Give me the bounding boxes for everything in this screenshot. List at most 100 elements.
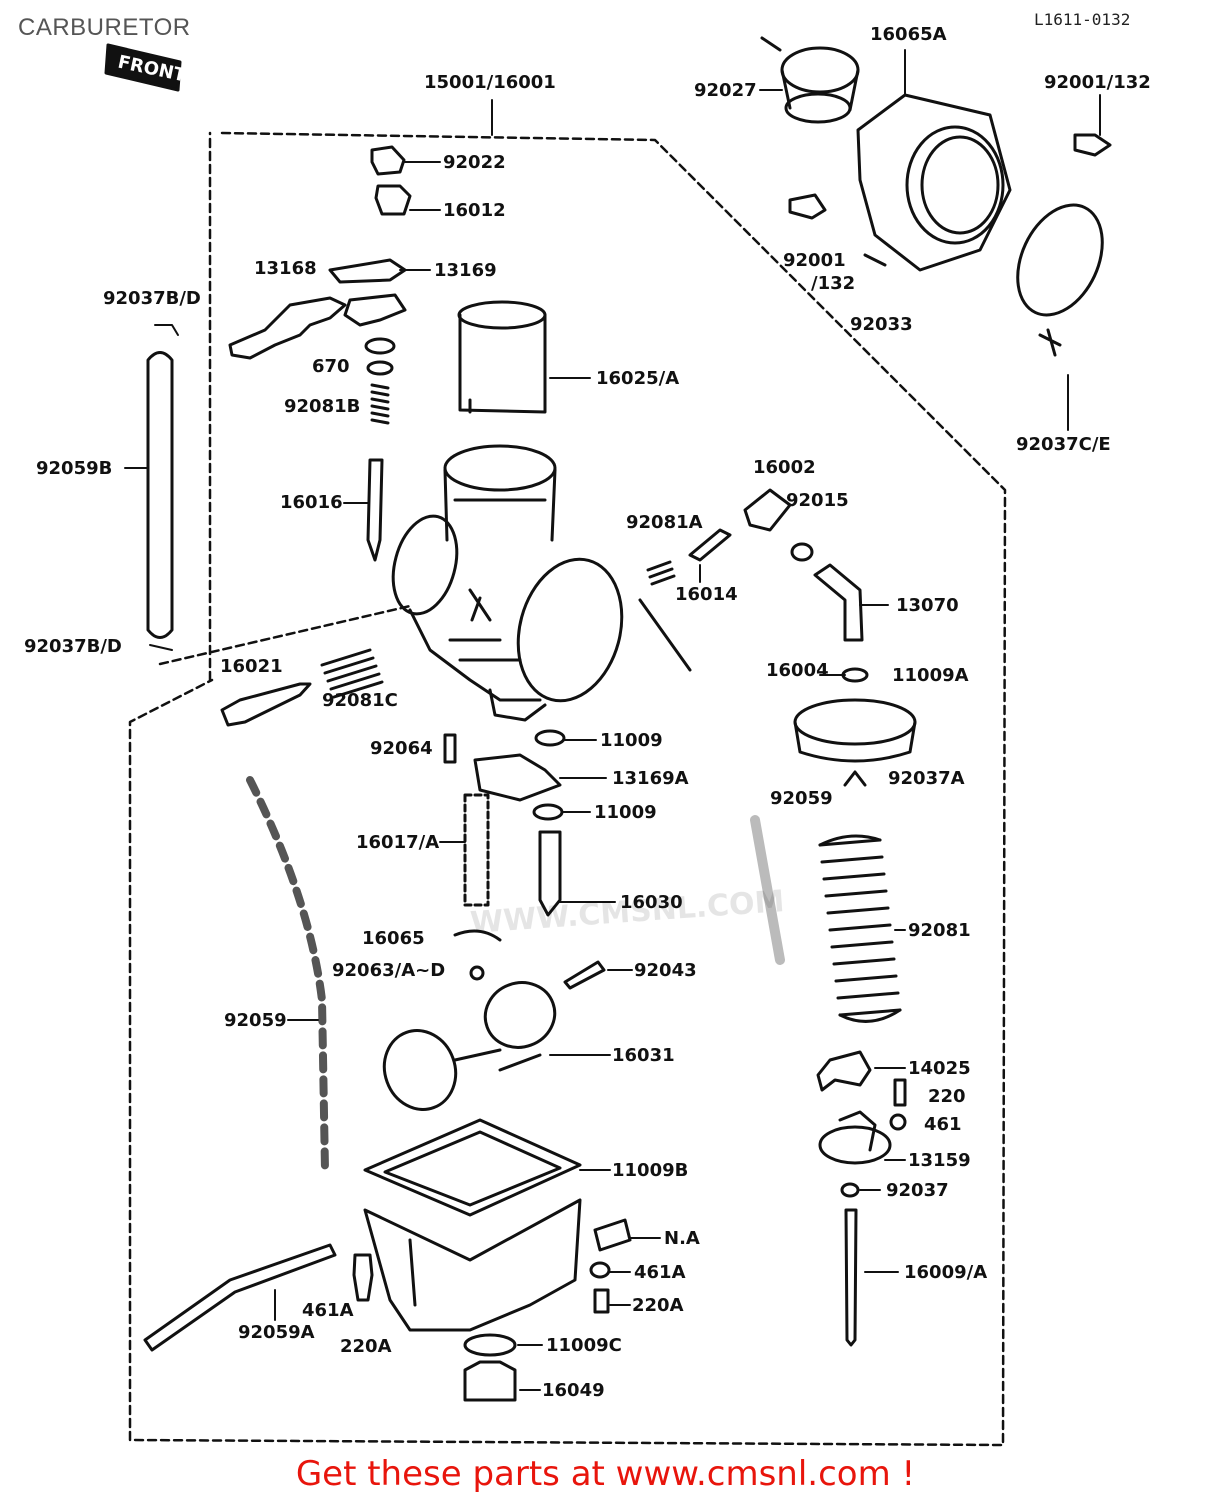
- screw-92001-mid: [788, 193, 827, 220]
- label-16002: 16002: [753, 457, 816, 478]
- label-11009B: 11009B: [612, 1160, 689, 1181]
- oring-670: [364, 337, 396, 355]
- plate-13169A: [473, 753, 562, 802]
- screw-16021: [220, 682, 312, 727]
- label-461A-left: 461A: [302, 1300, 354, 1321]
- label-14025: 14025: [908, 1058, 971, 1079]
- label-13169: 13169: [434, 260, 497, 281]
- label-92037C-E: 92037C/E: [1016, 434, 1111, 455]
- spring-92081: [818, 834, 902, 1023]
- label-13159: 13159: [908, 1150, 971, 1171]
- holder-14025: [816, 1050, 872, 1092]
- washer-11009-lower: [532, 803, 564, 821]
- label-92059B: 92059B: [36, 458, 113, 479]
- label-16014: 16014: [675, 584, 738, 605]
- float-16031: [382, 981, 557, 1111]
- label-92081: 92081: [908, 920, 971, 941]
- label-16012: 16012: [443, 200, 506, 221]
- label-92043: 92043: [634, 960, 697, 981]
- cap-92022: [370, 145, 406, 176]
- label-13070: 13070: [896, 595, 959, 616]
- footer-cta-link[interactable]: Get these parts at www.cmsnl.com !: [295, 1454, 916, 1494]
- clip-92037: [840, 1182, 860, 1198]
- label-16021: 16021: [220, 656, 283, 677]
- label-92001-132-top: 92001/132: [1044, 72, 1151, 93]
- washer-11009A: [841, 667, 869, 683]
- float-bowl: [363, 1198, 582, 1332]
- screw-92043: [563, 960, 606, 990]
- diagram-code: L1611-0132: [1034, 10, 1131, 29]
- label-92064: 92064: [370, 738, 433, 759]
- assembly-boundary: [128, 131, 1007, 1447]
- seat-13159: [818, 1110, 892, 1165]
- label-13168: 13168: [254, 258, 317, 279]
- pin-92063: [469, 965, 485, 981]
- label-16004: 16004: [766, 660, 829, 681]
- label-16017-A: 16017/A: [356, 832, 440, 853]
- throttle-valve-16025: [457, 300, 547, 414]
- label-16016: 16016: [280, 492, 343, 513]
- page-title: CARBURETOR: [18, 14, 191, 41]
- label-92037B-D-bottom: 92037B/D: [24, 636, 122, 657]
- lever-13169: [328, 258, 407, 284]
- gasket-11009B: [363, 1118, 582, 1217]
- washer-461A-right: [589, 1261, 611, 1279]
- jet-needle-16016: [366, 458, 384, 562]
- pin-16065: [453, 929, 502, 942]
- label-92063-A-D: 92063/A~D: [332, 960, 446, 981]
- label-16009-A: 16009/A: [904, 1262, 988, 1283]
- label-16065A: 16065A: [870, 24, 947, 45]
- label-220: 220: [928, 1086, 966, 1107]
- washer-92015: [790, 542, 814, 562]
- washer-11009-upper: [534, 729, 566, 747]
- elbow-13070: [813, 563, 864, 642]
- oring-11009C: [463, 1333, 517, 1357]
- bracket-NA: [593, 1218, 632, 1252]
- label-NA: N.A: [664, 1228, 700, 1249]
- throttle-lever-13168: [228, 296, 347, 360]
- drain-tube-92059-right: [750, 815, 785, 965]
- label-92059-left: 92059: [224, 1010, 287, 1031]
- main-jet-16030: [538, 830, 562, 917]
- air-cleaner-cover: [1016, 203, 1104, 317]
- overflow-tube-92059-left: [246, 776, 329, 1174]
- label-92033: 92033: [850, 314, 913, 335]
- label-15001-16001: 15001/16001: [424, 72, 556, 93]
- air-funnel: [760, 36, 860, 124]
- screw-220: [893, 1078, 907, 1107]
- starter-16002: [743, 488, 792, 532]
- label-220A-right: 220A: [632, 1295, 684, 1316]
- spring-92081A: [646, 560, 676, 586]
- label-220A-left: 220A: [340, 1336, 392, 1357]
- label-16025-A: 16025/A: [596, 368, 680, 389]
- label-92081B: 92081B: [284, 396, 361, 417]
- drain-plug-16049: [463, 1360, 517, 1402]
- label-16031: 16031: [612, 1045, 675, 1066]
- air-cleaner-case: [856, 93, 1012, 272]
- needle-jet-16017: [463, 793, 490, 907]
- label-670: 670: [312, 356, 350, 377]
- label-16065: 16065: [362, 928, 425, 949]
- screw-220A-left: [352, 1253, 374, 1302]
- vent-tube-92059B: [146, 351, 174, 639]
- label-11009A: 11009A: [892, 665, 969, 686]
- front-arrow-icon: FRONT: [104, 43, 188, 92]
- label-11009-upper: 11009: [600, 730, 663, 751]
- cap-16004: [793, 698, 917, 763]
- label-461A-right: 461A: [634, 1262, 686, 1283]
- label-132-mid: /132: [811, 273, 856, 294]
- label-16030: 16030: [620, 892, 683, 913]
- spring-92081B: [370, 383, 390, 425]
- screw-220A-right: [593, 1288, 610, 1314]
- label-16049: 16049: [542, 1380, 605, 1401]
- label-92037A: 92037A: [888, 768, 965, 789]
- adjuster-16012: [374, 184, 412, 216]
- label-92015: 92015: [786, 490, 849, 511]
- label-92081A: 92081A: [626, 512, 703, 533]
- label-92081C: 92081C: [322, 690, 398, 711]
- screw-16014: [688, 528, 732, 562]
- label-92022: 92022: [443, 152, 506, 173]
- clip-92037A: [843, 770, 867, 787]
- carburetor-body: [391, 444, 624, 722]
